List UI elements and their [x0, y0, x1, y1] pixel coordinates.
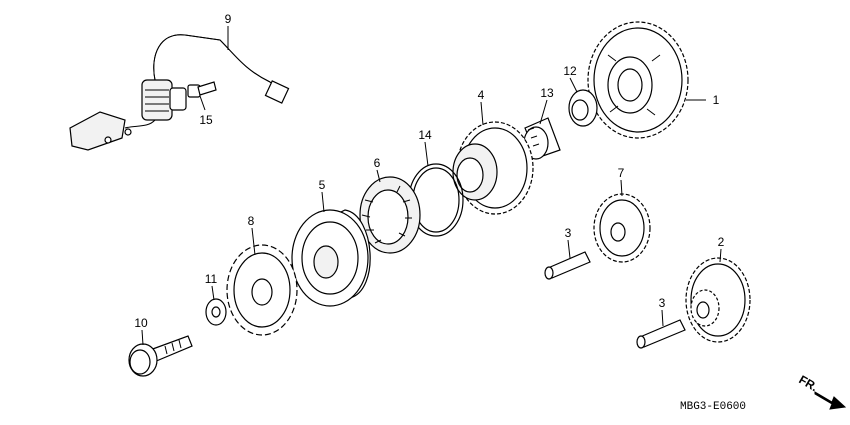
part-10-flange-bolt	[128, 335, 193, 377]
part-3-shaft-upper	[544, 251, 591, 280]
front-arrow-icon	[814, 391, 847, 410]
part-5-clutch-housing	[291, 209, 371, 307]
callout-12: 12	[563, 64, 577, 78]
callout-11: 11	[205, 272, 218, 286]
part-11-washer	[205, 298, 227, 326]
front-label: FR.	[797, 372, 821, 394]
callout-15: 15	[199, 113, 213, 127]
part-2-reduction-gear	[685, 257, 751, 343]
part-7-idle-gear	[593, 193, 651, 263]
part-9-sensor-harness	[69, 34, 290, 151]
callout-3-upper: 3	[565, 226, 572, 240]
part-4-gear	[452, 121, 534, 215]
leader-lines	[141, 26, 722, 346]
diagram-code: MBG3-E0600	[680, 401, 746, 413]
part-1-gear	[587, 21, 689, 139]
part-15-bolt	[187, 81, 217, 98]
callout-14: 14	[418, 128, 432, 142]
callout-7: 7	[618, 166, 625, 180]
part-6-one-way-clutch	[359, 176, 421, 254]
callout-4: 4	[478, 88, 485, 102]
callout-5: 5	[319, 178, 326, 192]
part-12-washer	[568, 89, 598, 127]
callout-8: 8	[248, 214, 255, 228]
callout-1: 1	[713, 93, 720, 107]
callout-6: 6	[374, 156, 381, 170]
callout-2: 2	[718, 235, 725, 249]
part-8-sprocket-plate	[226, 244, 298, 336]
part-3-shaft-lower	[636, 319, 686, 349]
callouts: 1 2 3 3 4 5 6 7 8 9 10 11 12 13 14 15	[134, 12, 724, 330]
callout-13: 13	[540, 86, 554, 100]
front-direction-indicator: FR.	[797, 372, 847, 410]
callout-3-lower: 3	[659, 296, 666, 310]
callout-10: 10	[134, 316, 148, 330]
callout-9: 9	[225, 12, 232, 26]
